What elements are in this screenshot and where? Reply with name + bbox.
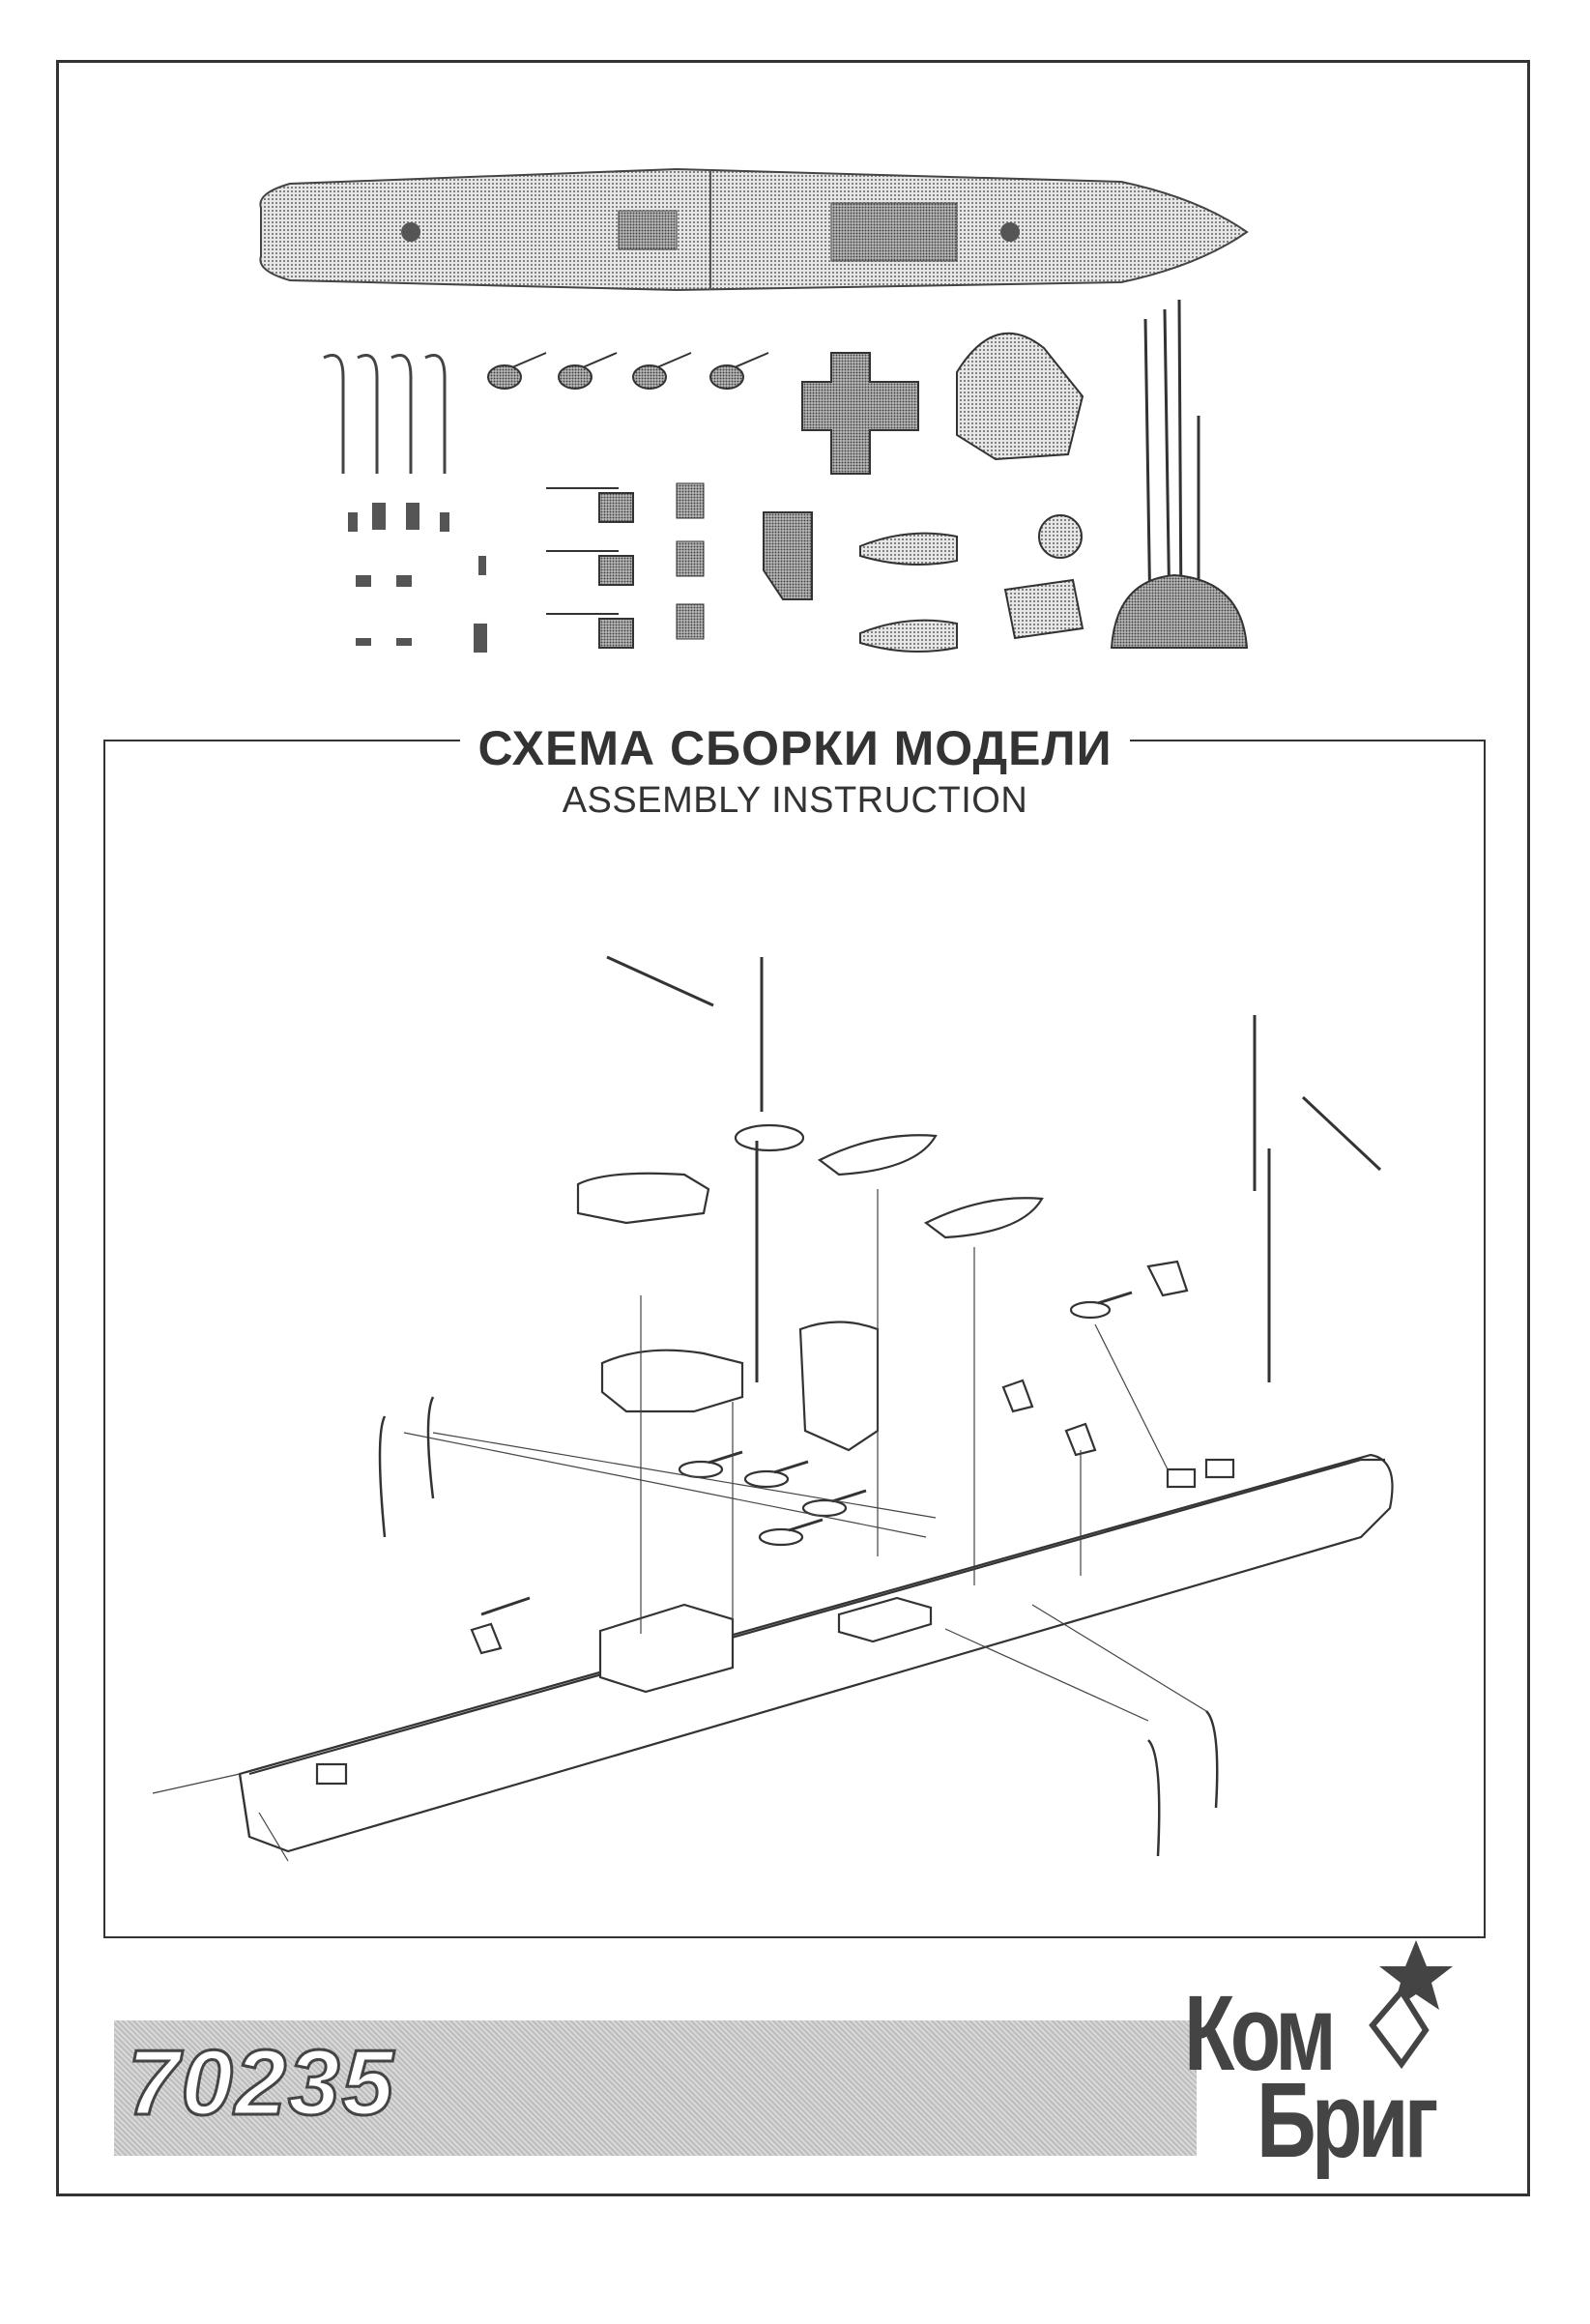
title-block: СХЕМА СБОРКИ МОДЕЛИ ASSEMBLY INSTRUCTION [0,720,1590,822]
brand-name-line2: Бриг [1257,2061,1439,2180]
brand-name-line1: Ком [1184,1974,1337,2093]
mast-icon [606,955,1382,1382]
mast-parts [1143,299,1200,620]
deckhouse-part [956,332,1084,461]
deck-part [259,167,1249,292]
star-icon [1379,1940,1453,2010]
kit-number: 70235 [127,2030,395,2136]
page-frame [56,60,1530,2196]
bridge-part [801,352,919,475]
lifeboat-icon [817,1134,938,1177]
funnel-icon [798,1321,880,1452]
boat-part [859,532,958,566]
boat-part-2 [859,619,958,653]
rail-parts [323,354,447,474]
gun-parts [487,352,769,649]
assembly-diagram [152,955,1394,1862]
ship-hull-icon [238,1453,1394,1853]
footer-band [114,2020,1197,2156]
title-russian: СХЕМА СБОРКИ МОДЕЛИ [460,720,1130,776]
parts-sprue [259,167,1249,653]
brand-logo [1369,1940,1453,2070]
title-english: ASSEMBLY INSTRUCTION [562,780,1028,821]
